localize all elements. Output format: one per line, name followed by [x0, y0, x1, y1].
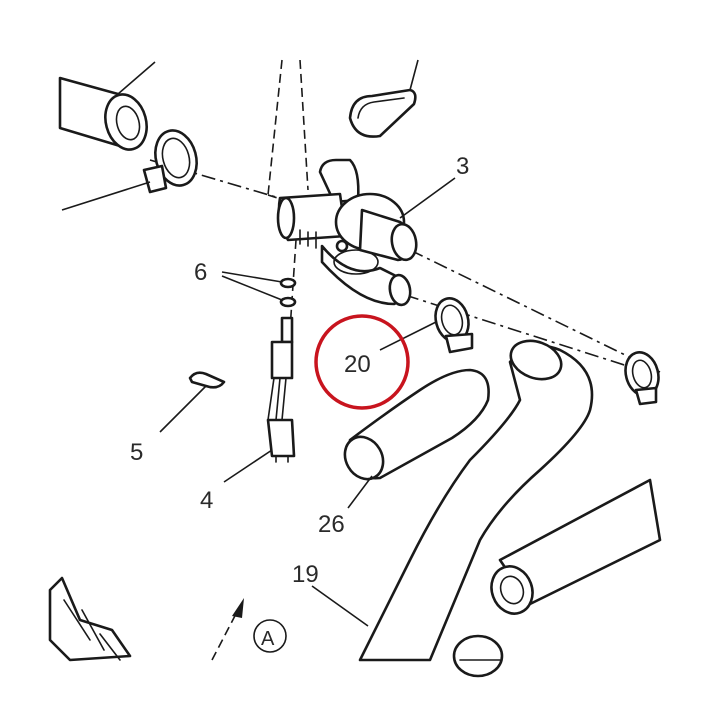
thermostat-housing — [276, 158, 456, 307]
label-part-26: 26 — [318, 511, 345, 538]
upper-hose-clamp — [61, 129, 198, 211]
label-part-3: 3 — [456, 153, 469, 180]
bracket-fragment — [48, 576, 132, 662]
hose-19 — [311, 339, 594, 662]
highlight-circle — [314, 314, 410, 410]
upper-hose-end — [58, 61, 156, 151]
leader-6 — [221, 271, 283, 301]
retaining-clip — [159, 371, 226, 433]
label-part-5: 5 — [130, 439, 143, 466]
label-part-4: 4 — [200, 487, 213, 514]
label-view-a: A — [261, 628, 275, 650]
lower-right-hose — [452, 478, 662, 678]
label-part-19: 19 — [292, 561, 319, 588]
gasket — [348, 59, 419, 138]
label-part-20: 20 — [344, 351, 371, 378]
view-arrow-a — [211, 598, 287, 661]
right-hose-clamp — [624, 351, 660, 406]
hose-clamp-20 — [379, 297, 474, 354]
temperature-sensor — [223, 277, 297, 483]
hose-26 — [343, 368, 490, 509]
label-part-6: 6 — [194, 259, 207, 286]
